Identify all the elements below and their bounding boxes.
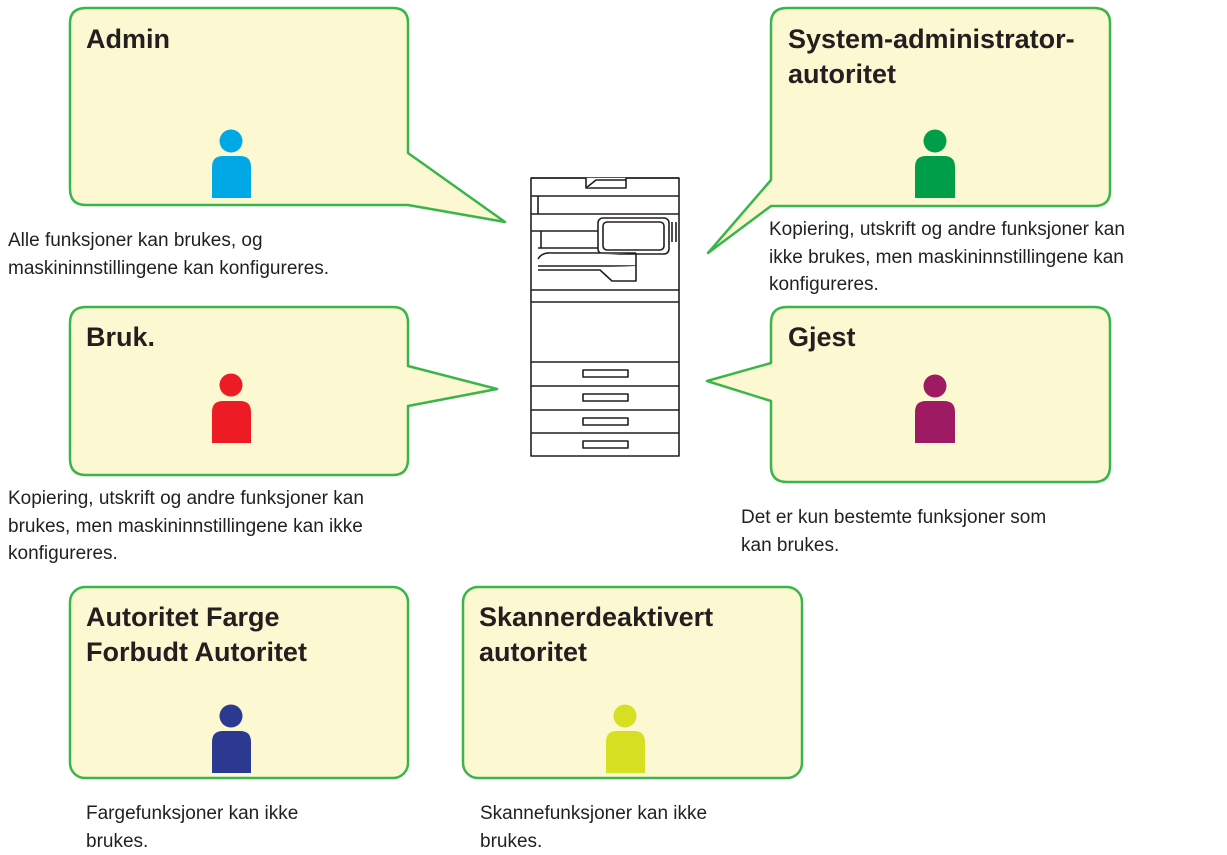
scanner-disabled-description-line-1: Skannefunksjoner kan ikke [480,800,707,828]
scanner-disabled-title-line-1: Skannerdeaktivert [479,600,713,635]
guest-description: Det er kun bestemte funksjoner som kan b… [741,504,1046,559]
user-title-line: Bruk. [86,322,155,352]
color-prohibited-description: Fargefunksjoner kan ikke brukes. [86,800,298,855]
user-description-line-3: konfigureres. [8,540,364,568]
user-description: Kopiering, utskrift og andre funksjoner … [8,485,364,568]
guest-description-line-2: kan brukes. [741,532,1046,560]
guest-title-line: Gjest [788,322,856,352]
user-description-line-2: brukes, men maskininnstillingene kan ikk… [8,513,364,541]
admin-description-line-2: maskininnstillingene kan konfigureres. [8,255,329,283]
system-administrator-title-line-2: autoritet [788,57,1075,92]
admin-title-line: Admin [86,24,170,54]
system-administrator-title-line-1: System-administrator- [788,22,1075,57]
person-head [220,374,243,397]
person-body [606,731,645,773]
system-administrator-title: System-administrator- autoritet [788,22,1075,92]
person-body [212,731,251,773]
admin-title: Admin [86,22,170,57]
guest-title: Gjest [788,320,856,355]
system-administrator-description-line-2: ikke brukes, men maskininnstillingene ka… [769,244,1125,272]
person-body [915,156,955,198]
person-body [212,401,251,443]
color-prohibited-description-line-1: Fargefunksjoner kan ikke [86,800,298,828]
person-body [915,401,955,443]
person-head [220,705,243,728]
guest-bubble [707,307,1110,482]
color-prohibited-title: Autoritet Farge Forbudt Autoritet [86,600,307,670]
color-prohibited-title-line-1: Autoritet Farge [86,600,307,635]
color-prohibited-title-line-2: Forbudt Autoritet [86,635,307,670]
multifunction-printer-icon [531,178,679,456]
admin-description-line-1: Alle funksjoner kan brukes, og [8,227,329,255]
person-head [924,130,947,153]
user-description-line-1: Kopiering, utskrift og andre funksjoner … [8,485,364,513]
system-administrator-description-line-3: konfigureres. [769,271,1125,299]
system-administrator-description-line-1: Kopiering, utskrift og andre funksjoner … [769,216,1125,244]
person-head [220,130,243,153]
scanner-disabled-title: Skannerdeaktivert autoritet [479,600,713,670]
guest-description-line-1: Det er kun bestemte funksjoner som [741,504,1046,532]
system-administrator-description: Kopiering, utskrift og andre funksjoner … [769,216,1125,299]
person-head [924,375,947,398]
admin-description: Alle funksjoner kan brukes, og maskininn… [8,227,329,282]
scanner-disabled-description-line-2: brukes. [480,828,707,855]
scanner-disabled-description: Skannefunksjoner kan ikke brukes. [480,800,707,855]
scanner-disabled-title-line-2: autoritet [479,635,713,670]
person-head [614,705,637,728]
color-prohibited-description-line-2: brukes. [86,828,298,855]
user-title: Bruk. [86,320,155,355]
person-body [212,156,251,198]
